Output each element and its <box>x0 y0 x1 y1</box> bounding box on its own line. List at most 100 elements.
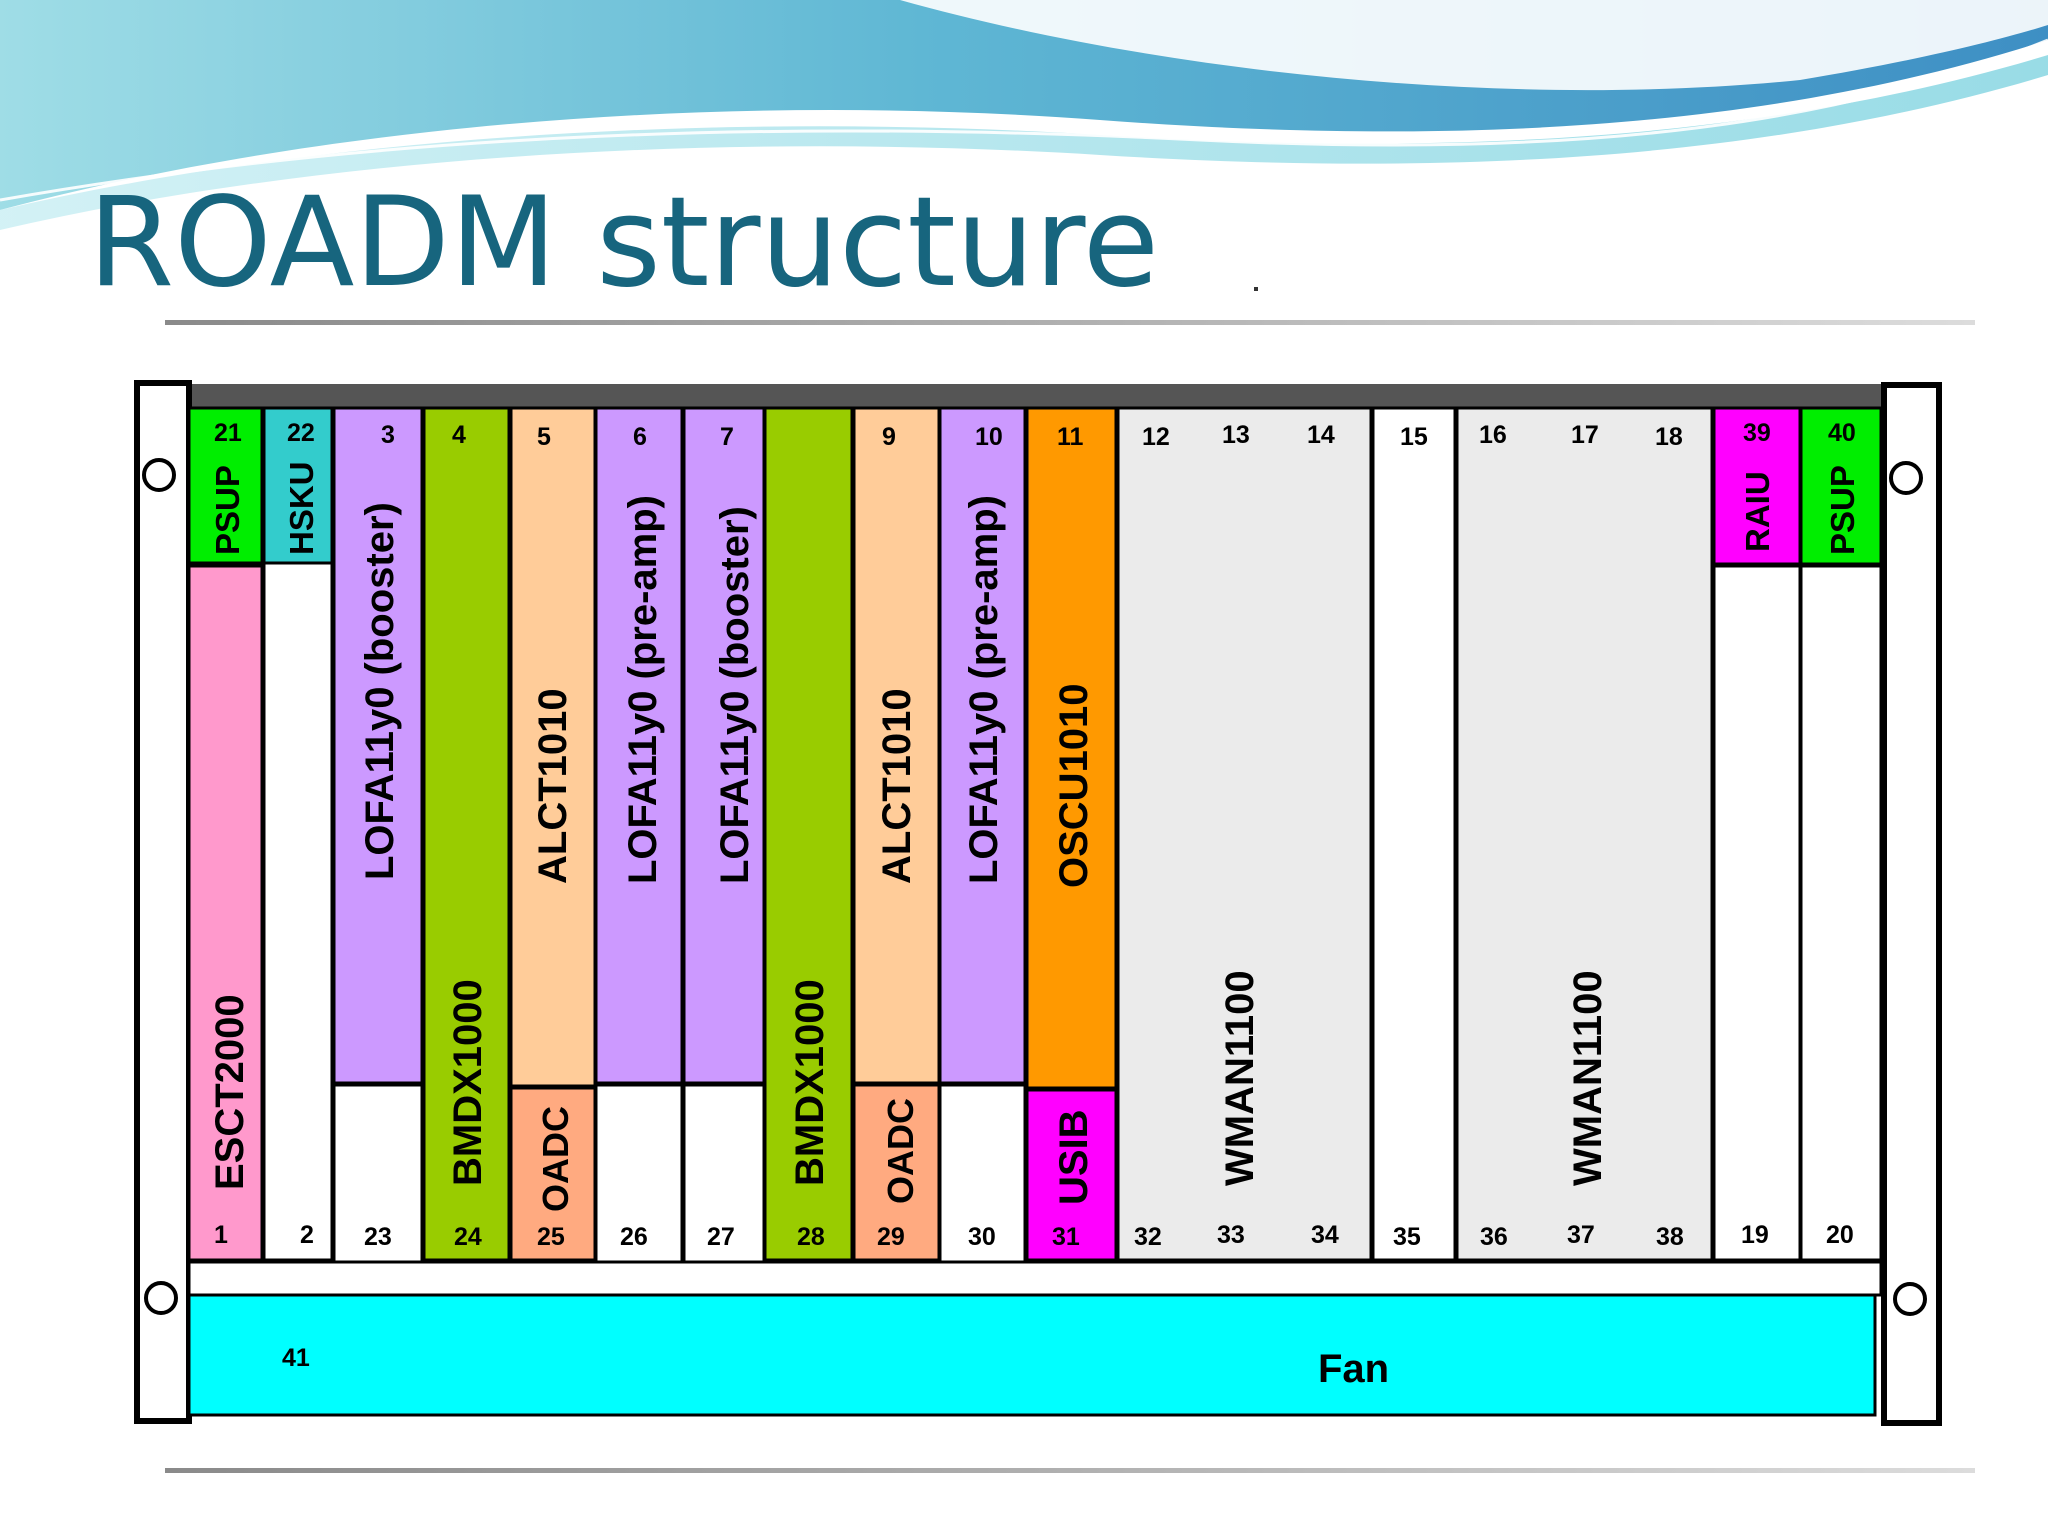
shelf-top-bar <box>188 384 1885 408</box>
slot-number: 23 <box>364 1223 392 1251</box>
card-label-usib: USIB <box>1052 1109 1096 1205</box>
slot-number: 34 <box>1311 1221 1339 1249</box>
mount-hole-icon <box>142 458 176 492</box>
card-psup-left <box>187 406 264 565</box>
slot-number: 24 <box>454 1223 482 1251</box>
wave-banner <box>0 0 2048 230</box>
card-esct <box>187 564 264 1262</box>
slot-number: 9 <box>882 423 896 451</box>
slot-15-empty <box>1371 406 1457 1262</box>
card-label-psup-right: PSUP <box>1824 465 1861 555</box>
card-bmdx-2 <box>763 406 854 1262</box>
slot-19-empty <box>1712 564 1802 1262</box>
stray-dot <box>1254 287 1258 291</box>
slot-number: 18 <box>1655 423 1683 451</box>
card-alct-2 <box>852 406 941 1085</box>
card-oadc-1 <box>509 1086 597 1262</box>
card-label-lofa-preamp-1: LOFA11y0 (pre-amp) <box>621 495 665 884</box>
slot-number: 15 <box>1400 423 1428 451</box>
slot-number: 19 <box>1741 1221 1769 1249</box>
slot-number: 36 <box>1480 1223 1508 1251</box>
card-oscu <box>1025 406 1118 1090</box>
card-lofa-preamp-1 <box>594 406 684 1085</box>
card-raiu <box>1712 406 1802 566</box>
slot-number: 30 <box>968 1223 996 1251</box>
card-label-lofa-preamp-2: LOFA11y0 (pre-amp) <box>962 495 1006 884</box>
card-label-lofa-booster-2: LOFA11y0 (booster) <box>713 506 757 884</box>
card-label-psup-left: PSUP <box>209 465 246 555</box>
card-label-fan: Fan <box>1318 1347 1389 1391</box>
slot-number: 28 <box>797 1223 825 1251</box>
shelf-spacer-strip <box>187 1260 1883 1297</box>
slot-number: 21 <box>214 419 242 447</box>
card-label-alct-2: ALCT1010 <box>875 688 919 884</box>
left-rail <box>134 380 192 1424</box>
card-wman-1 <box>1116 406 1373 1262</box>
slot-27-empty <box>682 1083 766 1264</box>
slot-number: 7 <box>720 423 734 451</box>
slot-23-empty <box>332 1083 424 1264</box>
card-label-raiu: RAIU <box>1739 471 1776 552</box>
card-label-esct: ESCT2000 <box>208 994 252 1190</box>
slot-number: 17 <box>1571 421 1599 449</box>
card-fan <box>187 1293 1877 1417</box>
card-usib <box>1025 1088 1118 1262</box>
slot-number: 13 <box>1222 421 1250 449</box>
bottom-divider <box>165 1468 1975 1473</box>
slot-number: 20 <box>1826 1221 1854 1249</box>
card-hsku <box>262 406 334 565</box>
slot-number: 2 <box>300 1221 314 1249</box>
slot-number: 31 <box>1052 1223 1080 1251</box>
slot-number: 39 <box>1743 419 1771 447</box>
slot-number: 32 <box>1134 1223 1162 1251</box>
card-lofa-preamp-2 <box>938 406 1027 1085</box>
card-label-oscu: OSCU1010 <box>1052 683 1096 888</box>
slot-number: 26 <box>620 1223 648 1251</box>
slot-number: 6 <box>633 423 647 451</box>
top-divider <box>165 320 1975 325</box>
card-alct-1 <box>509 406 597 1088</box>
slot-number: 27 <box>707 1223 735 1251</box>
slot-number: 5 <box>537 423 551 451</box>
slot-number: 3 <box>381 421 395 449</box>
card-oadc-2 <box>852 1083 941 1262</box>
card-bmdx-1 <box>422 406 511 1262</box>
slot-number: 10 <box>975 423 1003 451</box>
slot-number: 14 <box>1307 421 1335 449</box>
card-label-lofa-booster-1: LOFA11y0 (booster) <box>358 502 402 880</box>
slot-2-empty <box>262 561 334 1262</box>
slot-number: 12 <box>1142 423 1170 451</box>
card-label-oadc-2: OADC <box>880 1098 921 1204</box>
slot-number: 1 <box>214 1221 228 1249</box>
slot-number: 29 <box>877 1223 905 1251</box>
slot-number: 40 <box>1828 419 1856 447</box>
slot-number: 11 <box>1057 423 1084 451</box>
card-label-alct-1: ALCT1010 <box>531 688 575 884</box>
card-lofa-booster-1 <box>332 406 424 1085</box>
right-rail <box>1881 382 1942 1426</box>
page-title: ROADM structure <box>88 171 1160 315</box>
mount-hole-icon <box>1889 461 1923 495</box>
card-psup-right <box>1799 406 1883 566</box>
slot-number: 16 <box>1479 421 1507 449</box>
mount-hole-icon <box>144 1281 178 1315</box>
slot-number: 4 <box>452 421 466 449</box>
slot-number: 22 <box>287 419 315 447</box>
card-label-hsku: HSKU <box>283 461 320 555</box>
mount-hole-icon <box>1893 1282 1927 1316</box>
slot-20-empty <box>1799 564 1883 1262</box>
card-label-wman-2: WMAN1100 <box>1566 970 1610 1186</box>
card-label-bmdx-2: BMDX1000 <box>788 979 832 1186</box>
card-label-bmdx-1: BMDX1000 <box>446 979 490 1186</box>
slot-number: 33 <box>1217 1221 1245 1249</box>
slot-number: 35 <box>1393 1223 1421 1251</box>
slot-26-empty <box>594 1083 684 1264</box>
slot-number: 25 <box>537 1223 565 1251</box>
slot-number: 37 <box>1567 1221 1595 1249</box>
card-label-oadc-1: OADC <box>535 1106 576 1212</box>
slot-number: 38 <box>1656 1223 1684 1251</box>
card-wman-2 <box>1455 406 1714 1262</box>
card-label-wman-1: WMAN1100 <box>1218 970 1262 1186</box>
slot-number: 41 <box>282 1344 310 1372</box>
